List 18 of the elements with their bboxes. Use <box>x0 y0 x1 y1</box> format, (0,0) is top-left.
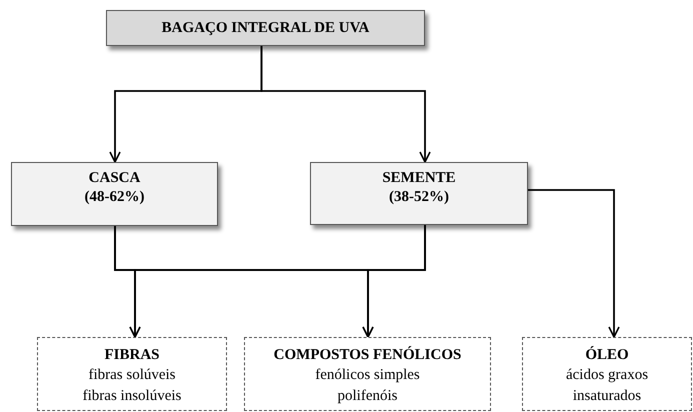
component-box <box>310 162 528 225</box>
constituent-box <box>37 337 227 411</box>
arrow <box>260 46 431 163</box>
constituent-box <box>244 337 491 411</box>
heading-text: FIBRAS <box>103 346 160 365</box>
component-box <box>11 162 218 226</box>
arrow <box>362 225 426 338</box>
heading-text: COMPOSTOS FENÓLICOS <box>272 346 462 365</box>
body-text: ácidos graxos insaturados <box>564 366 650 406</box>
body-text: fibras solúveis fibras insolúveis <box>82 366 182 406</box>
heading-text: CASCA (48-62%) <box>84 169 146 207</box>
heading-text: ÓLEO <box>584 346 630 365</box>
heading-text: SEMENTE (38-52%) <box>381 169 457 207</box>
body-text: fenólicos simples polifenóis <box>314 366 421 406</box>
constituent-box <box>522 337 692 411</box>
arrow <box>528 189 620 338</box>
heading-text: BAGAÇO INTEGRAL DE UVA <box>160 18 370 38</box>
source-box <box>106 10 425 46</box>
